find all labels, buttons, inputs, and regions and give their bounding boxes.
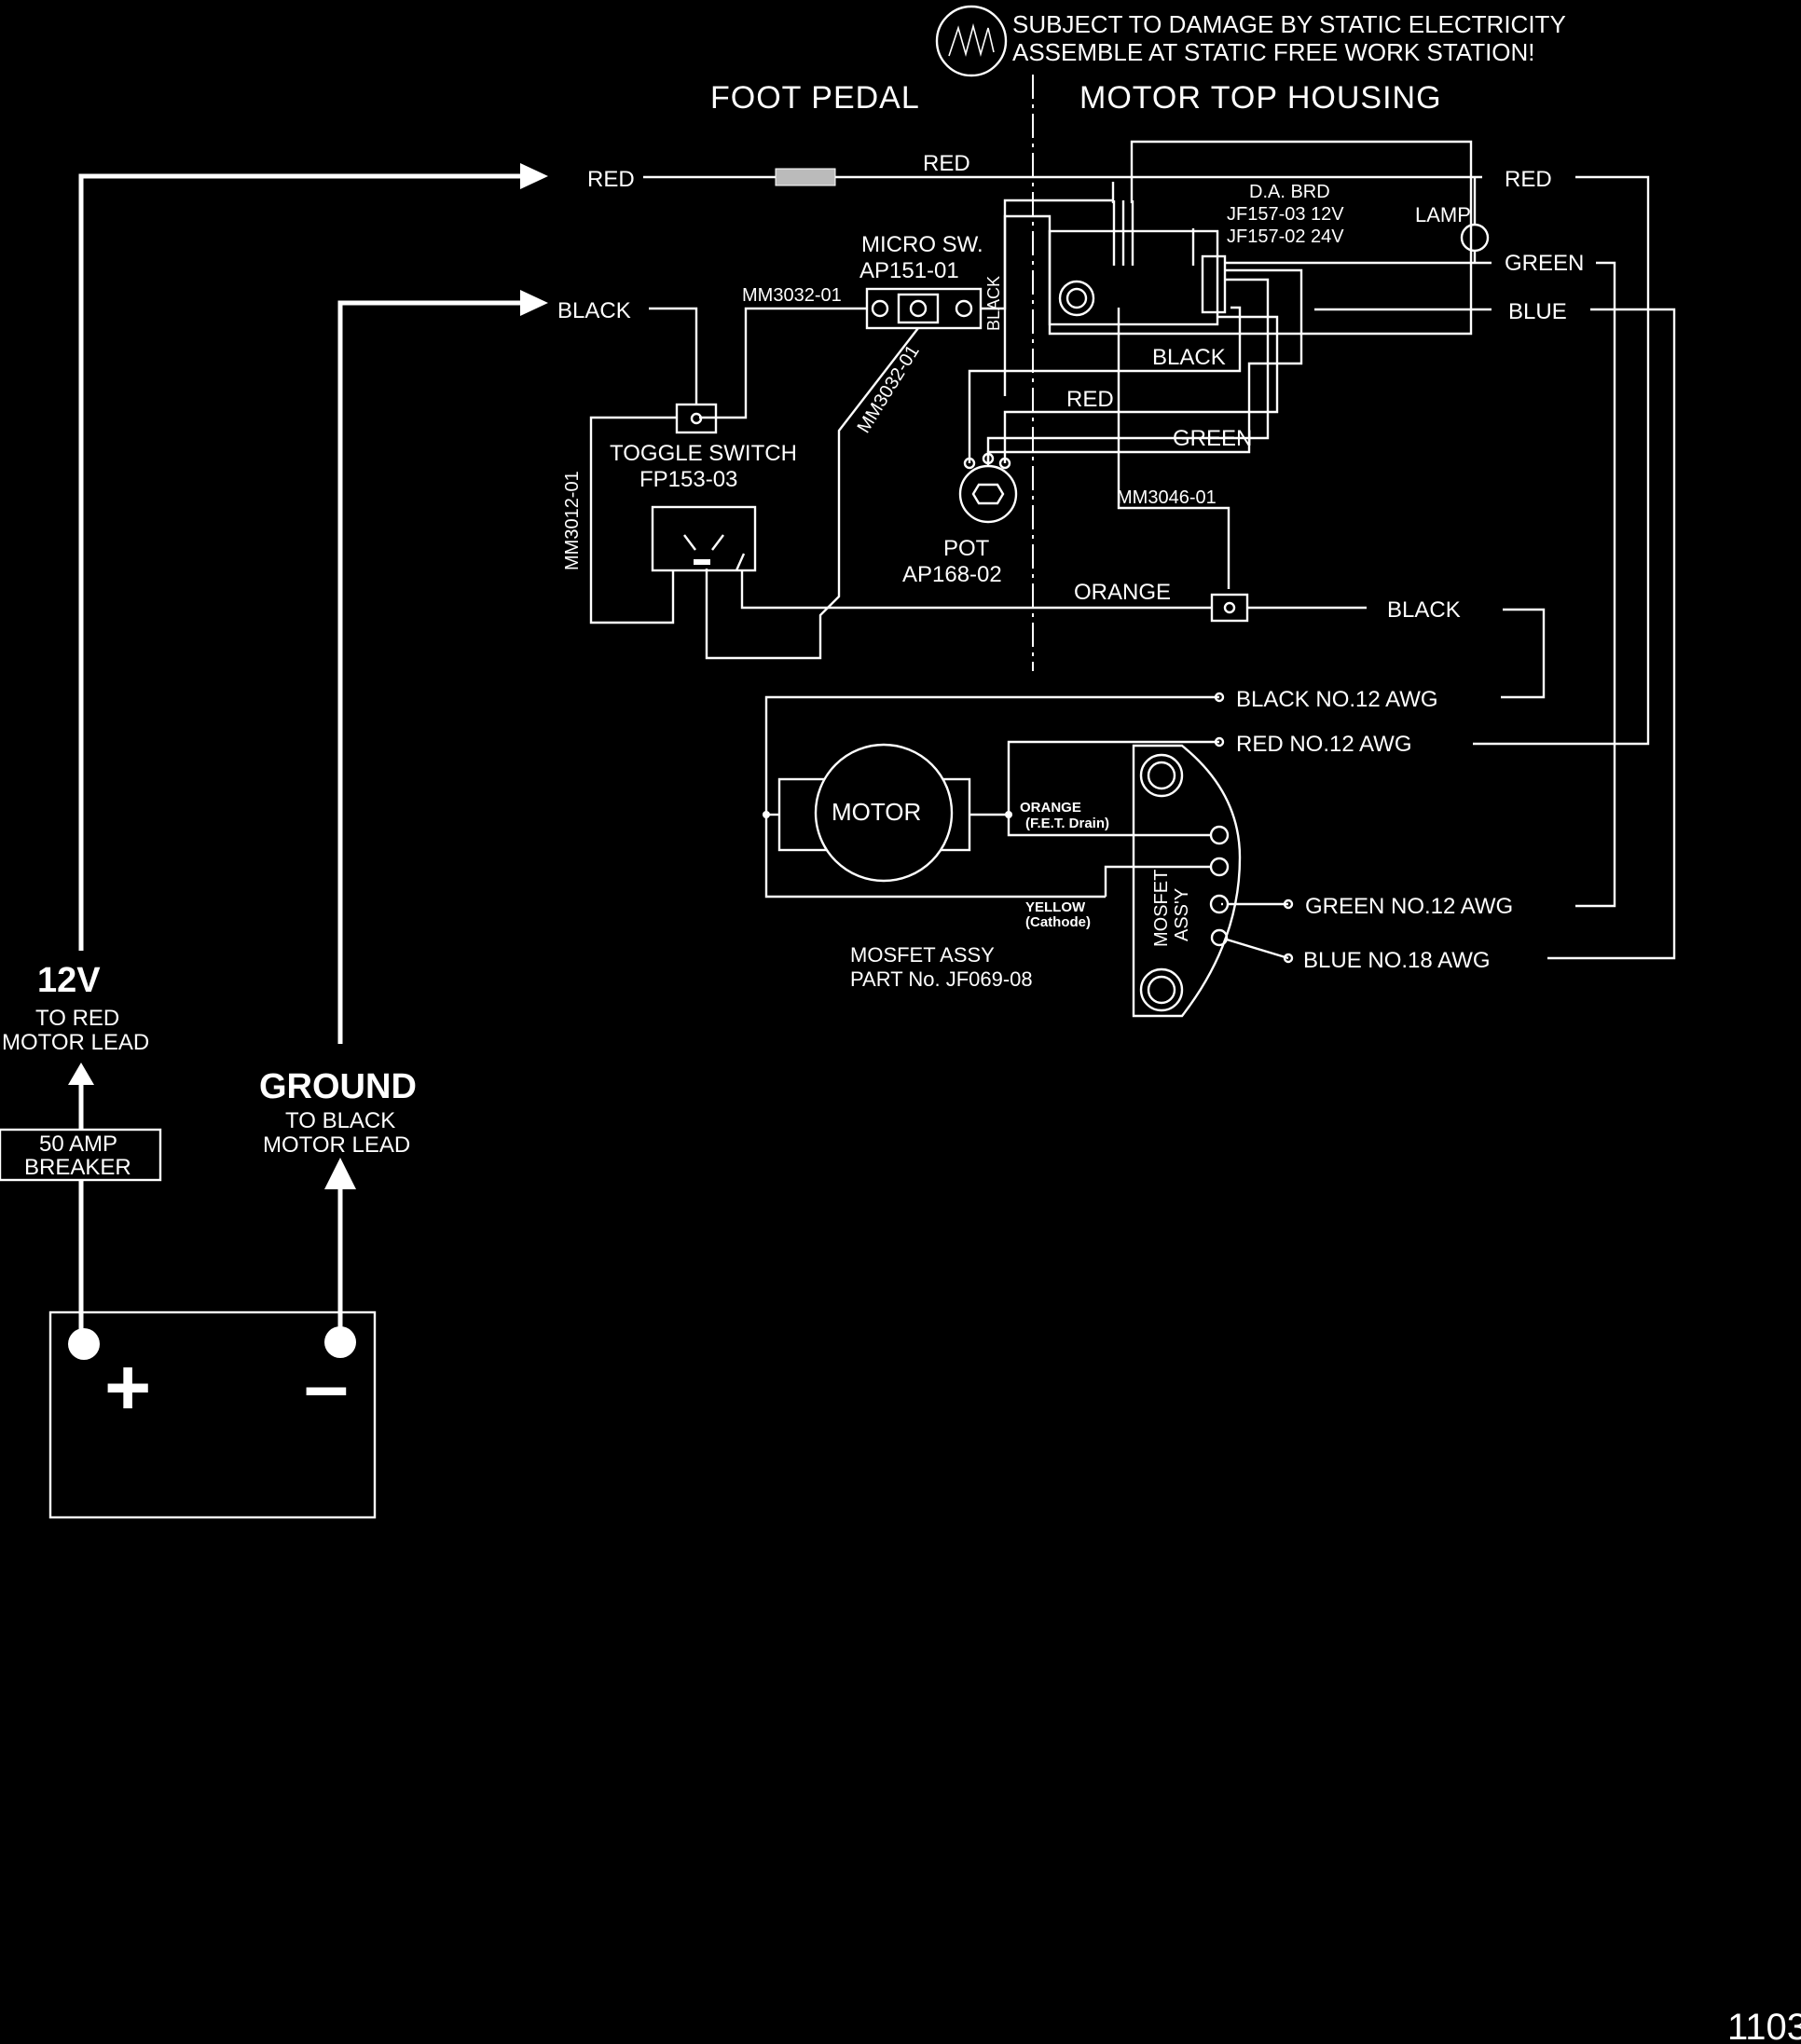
wire-label-red-top: RED xyxy=(923,151,970,176)
voltage-label: 12V xyxy=(37,961,101,1000)
wire-label-green-mid: GREEN xyxy=(1173,426,1252,451)
breaker-label-1: 50 AMP xyxy=(39,1132,117,1157)
to-black-label-2: MOTOR LEAD xyxy=(263,1132,410,1158)
micro-switch-lead-label: MM3032-01 xyxy=(742,285,842,306)
potentiometer: POT AP168-02 xyxy=(902,452,1018,587)
to-red-label-1: TO RED xyxy=(35,1006,119,1031)
wire-label-orange: ORANGE xyxy=(1074,580,1171,605)
orange-drain-label-2: (F.E.T. Drain) xyxy=(1025,816,1109,831)
motor-label: MOTOR xyxy=(832,798,921,826)
micro-switch-label-2: AP151-01 xyxy=(859,258,959,283)
wire-label-blue-right: BLUE xyxy=(1508,299,1567,324)
warning-line-2: ASSEMBLE AT STATIC FREE WORK STATION! xyxy=(1012,38,1535,66)
mosfet-assy-label-2: PART No. JF069-08 xyxy=(850,967,1033,991)
mosfet-label-1: MOSFET xyxy=(1151,870,1172,947)
breaker-label-2: BREAKER xyxy=(24,1155,131,1180)
diag-lead-label: MM3032-01 xyxy=(854,341,924,436)
page-number: 1103 xyxy=(1727,2007,1801,2044)
negative-terminal-icon xyxy=(324,1326,356,1358)
wire-label-red-right: RED xyxy=(1505,167,1552,192)
yellow-cathode-label-2: (Cathode) xyxy=(1025,914,1091,930)
arrow-right-icon xyxy=(520,163,548,189)
motor-top-housing-header: MOTOR TOP HOUSING xyxy=(1079,80,1442,116)
terminal-screw-icon xyxy=(871,299,889,318)
mosfet-assy-label-1: MOSFET ASSY xyxy=(850,943,995,967)
terminal-screw-icon xyxy=(955,299,973,318)
static-warning: SUBJECT TO DAMAGE BY STATIC ELECTRICITY … xyxy=(935,5,1566,77)
wire-label-black-mid: BLACK xyxy=(1152,345,1226,370)
wire-label-black-micro: BLACK xyxy=(984,276,1003,331)
inline-fuse xyxy=(775,168,836,186)
mm3046-label: MM3046-01 xyxy=(1117,487,1217,508)
da-board: D.A. BRD JF157-03 12V JF157-02 24V xyxy=(1048,182,1344,326)
wire-label-black-connector: BLACK xyxy=(1387,597,1461,623)
minus-sign: – xyxy=(304,1341,349,1431)
lead-red-12awg: RED NO.12 AWG xyxy=(1236,732,1411,757)
lead-green-12awg: GREEN NO.12 AWG xyxy=(1305,894,1513,919)
toggle-switch: TOGGLE SWITCH FP153-03 xyxy=(610,403,797,572)
lamp-icon xyxy=(1460,223,1490,253)
wire-label-red-mid: RED xyxy=(1066,387,1114,412)
yellow-cathode-label-1: YELLOW xyxy=(1025,899,1086,915)
to-black-label-1: TO BLACK xyxy=(285,1108,395,1133)
terminal-screw-icon xyxy=(909,299,928,318)
wire-label-green-right: GREEN xyxy=(1505,251,1584,276)
positive-terminal-icon xyxy=(68,1328,100,1360)
orange-drain-label-1: ORANGE xyxy=(1020,800,1081,816)
wire-label-black-in: BLACK xyxy=(557,298,631,323)
micro-switch: MICRO SW. AP151-01 BLACK xyxy=(859,232,1003,331)
da-board-label-3: JF157-02 24V xyxy=(1227,226,1344,247)
mosfet-assembly: MOSFET ASS'Y xyxy=(1132,744,1242,1018)
pot-label-1: POT xyxy=(943,536,990,561)
pot-label-2: AP168-02 xyxy=(902,562,1002,587)
black-connector xyxy=(1210,593,1249,623)
toggle-switch-label-2: FP153-03 xyxy=(639,467,737,492)
toggle-lead-label: MM3012-01 xyxy=(562,471,583,570)
supply-wiring xyxy=(78,163,548,1044)
warning-line-1: SUBJECT TO DAMAGE BY STATIC ELECTRICITY xyxy=(1012,10,1566,38)
lamp-label: LAMP xyxy=(1415,203,1471,226)
mosfet-label-2: ASS'Y xyxy=(1172,888,1192,941)
mounting-hole-icon xyxy=(1058,280,1095,317)
foot-pedal-header: FOOT PEDAL xyxy=(710,80,920,116)
plus-sign: + xyxy=(104,1343,151,1433)
arrow-up-icon xyxy=(324,1158,356,1189)
arrow-up-icon xyxy=(68,1063,94,1085)
battery-section: 12V TO RED MOTOR LEAD 50 AMP BREAKER GRO… xyxy=(0,961,417,1519)
battery-icon xyxy=(48,1310,377,1519)
toggle-switch-label-1: TOGGLE SWITCH xyxy=(610,441,797,466)
lead-blue-18awg: BLUE NO.18 AWG xyxy=(1303,948,1491,973)
to-red-label-2: MOTOR LEAD xyxy=(2,1030,149,1055)
da-board-label-1: D.A. BRD xyxy=(1249,182,1330,202)
wire-label-red-in: RED xyxy=(587,167,635,192)
micro-switch-label-1: MICRO SW. xyxy=(861,232,983,257)
static-warning-icon xyxy=(935,5,1008,77)
arrow-right-icon xyxy=(520,290,548,316)
motor-leads: BLACK NO.12 AWG RED NO.12 AWG GREEN NO.1… xyxy=(764,687,1513,973)
da-board-label-2: JF157-03 12V xyxy=(1227,204,1344,225)
lead-black-12awg: BLACK NO.12 AWG xyxy=(1236,687,1438,712)
ground-label: GROUND xyxy=(259,1067,417,1106)
motor: MOTOR xyxy=(763,743,1012,883)
